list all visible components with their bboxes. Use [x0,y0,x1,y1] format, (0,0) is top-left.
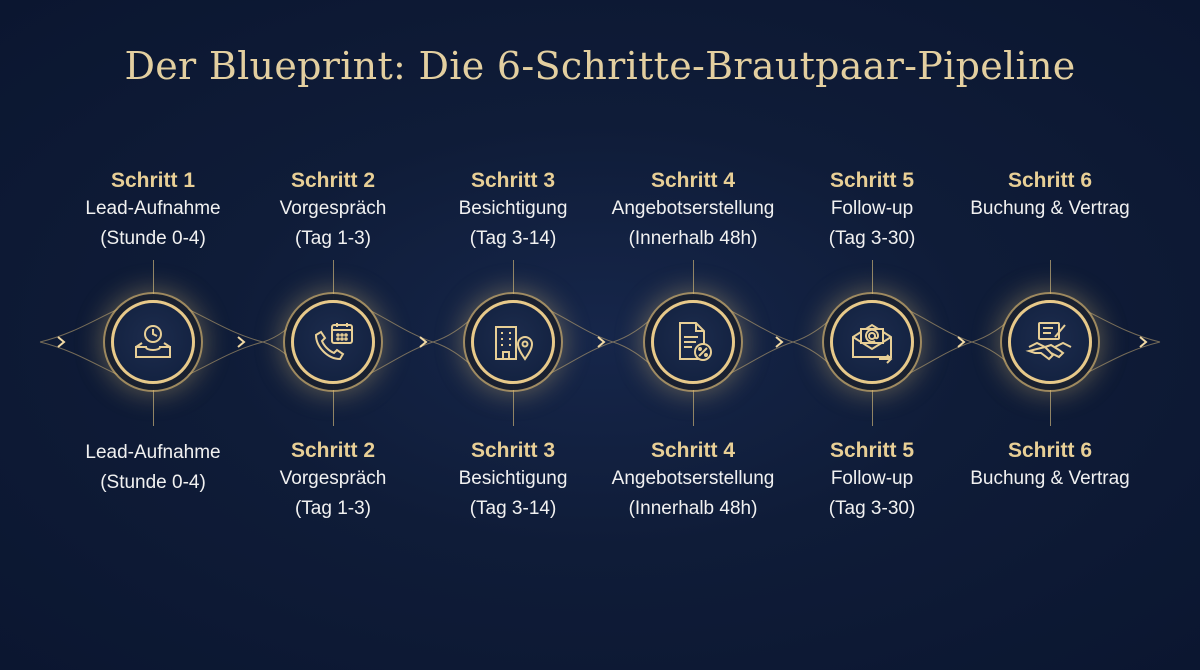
phone-calendar-icon [314,323,353,361]
step-label: Schritt 3 [470,169,556,192]
step-name: Angebotserstellung [611,468,775,489]
step-1-node [111,300,195,384]
connector-top [153,260,154,300]
step-time: (Tag 3-14) [469,498,557,519]
step-name: Besichtigung [458,468,568,489]
step-time: (Tag 3-30) [828,228,916,249]
connector-bottom [693,386,694,426]
step-6-top: Schritt 6 Buchung & Vertrag [940,168,1160,224]
step-time: (Tag 1-3) [294,228,372,249]
step-5-top: Schritt 5 Follow-up (Tag 3-30) [762,168,982,254]
step-time: (Stunde 0-4) [100,228,206,249]
document-percent-icon [679,322,712,361]
step-name: Lead-Aufnahme [85,442,221,463]
step-4-bottom: Schritt 4 Angebotserstellung (Innerhalb … [583,438,803,524]
step-label: Schritt 5 [829,439,915,462]
step-2-node [291,300,375,384]
step-time: (Tag 3-14) [469,228,557,249]
step-3-node [471,300,555,384]
step-1-top: Schritt 1 Lead-Aufnahme (Stunde 0-4) [43,168,263,254]
step-6-bottom: Schritt 6 Buchung & Vertrag [940,438,1160,494]
step-name: Buchung & Vertrag [970,468,1130,489]
step-name: Besichtigung [458,198,568,219]
step-6-node [1008,300,1092,384]
step-label: Schritt 4 [650,439,736,462]
step-time: (Innerhalb 48h) [628,498,758,519]
step-label: Schritt 2 [290,439,376,462]
step-time: (Tag 1-3) [294,498,372,519]
arrow-icon [57,336,66,348]
connector-top [693,260,694,300]
connector-top [513,260,514,300]
step-4-top: Schritt 4 Angebotserstellung (Innerhalb … [583,168,803,254]
step-1-bottom: Lead-Aufnahme (Stunde 0-4) [43,438,263,498]
arrow-icon [419,336,428,348]
step-label: Schritt 2 [290,169,376,192]
step-label: Schritt 5 [829,169,915,192]
arrow-icon [957,336,966,348]
step-label: Schritt 6 [1007,169,1093,192]
step-2-top: Schritt 2 Vorgespräch (Tag 1-3) [223,168,443,254]
step-name: Follow-up [830,198,914,219]
step-label: Schritt 6 [1007,439,1093,462]
arrow-icon [775,336,784,348]
page-title: Der Blueprint: Die 6-Schritte-Brautpaar-… [124,44,1076,88]
arrow-icon [597,336,606,348]
connector-bottom [1050,386,1051,426]
email-send-icon [852,323,893,364]
step-label: Schritt 1 [110,169,196,192]
handshake-contract-icon [1025,322,1072,361]
connector-bottom [872,386,873,426]
step-time: (Stunde 0-4) [100,472,206,493]
arrow-markers [57,336,1148,348]
step-name: Buchung & Vertrag [970,198,1130,219]
connector-top [333,260,334,300]
step-name: Lead-Aufnahme [85,198,221,219]
step-2-bottom: Schritt 2 Vorgespräch (Tag 1-3) [223,438,443,524]
arrow-icon [1139,336,1148,348]
connector-bottom [153,386,154,426]
step-time: (Tag 3-30) [828,498,916,519]
step-label: Schritt 4 [650,169,736,192]
step-5-bottom: Schritt 5 Follow-up (Tag 3-30) [762,438,982,524]
step-time: (Innerhalb 48h) [628,228,758,249]
step-name: Vorgespräch [279,198,387,219]
connector-bottom [513,386,514,426]
connector-bottom [333,386,334,426]
step-name: Follow-up [830,468,914,489]
step-name: Angebotserstellung [611,198,775,219]
step-3-top: Schritt 3 Besichtigung (Tag 3-14) [403,168,623,254]
connector-top [872,260,873,300]
step-3-bottom: Schritt 3 Besichtigung (Tag 3-14) [403,438,623,524]
step-5-node [830,300,914,384]
decorative-curves [39,299,1161,385]
step-label: Schritt 3 [470,439,556,462]
arrow-icon [237,336,246,348]
step-name: Vorgespräch [279,468,387,489]
connector-top [1050,260,1051,300]
inbox-clock-icon [135,325,171,358]
step-4-node [651,300,735,384]
building-location-icon [495,326,534,361]
